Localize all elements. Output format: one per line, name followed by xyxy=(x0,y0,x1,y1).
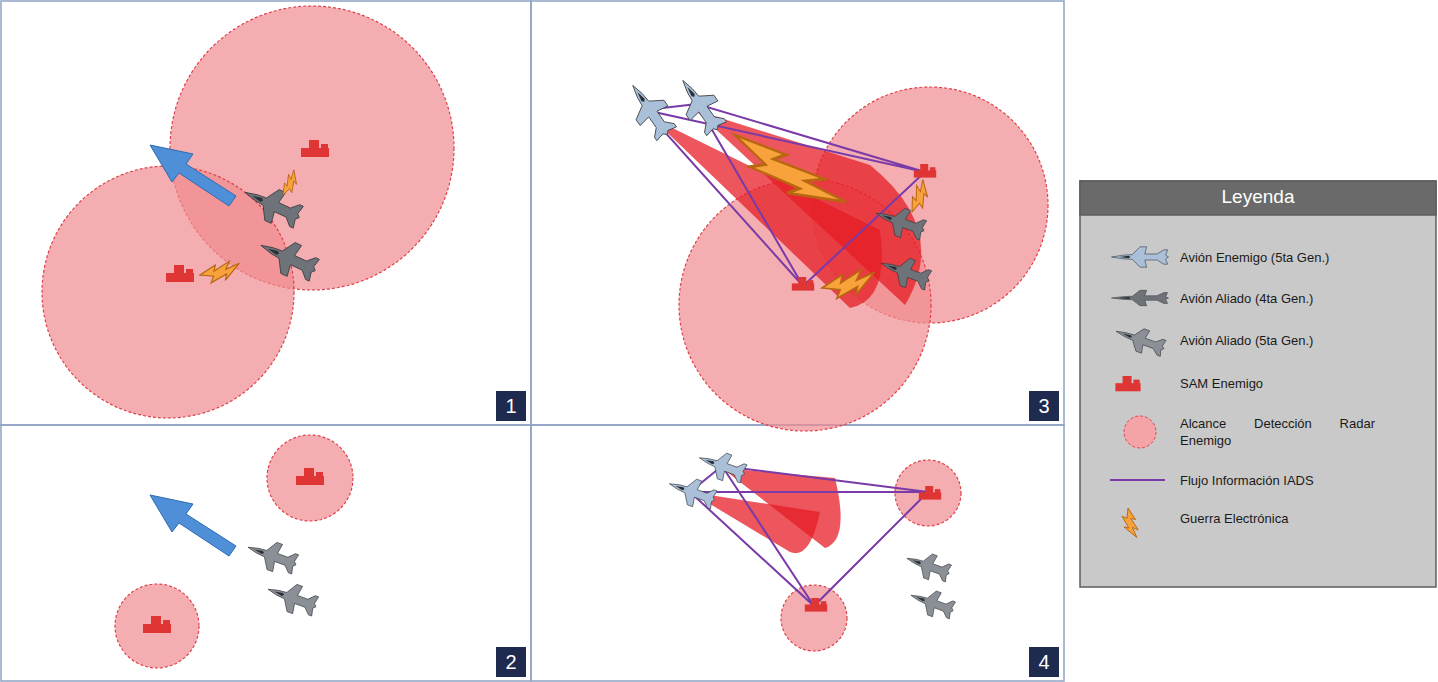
enemy-sam xyxy=(296,468,324,485)
legend-label: Avión Enemigo (5ta Gen.) xyxy=(1180,249,1375,266)
legend-title: Leyenda xyxy=(1080,186,1436,208)
electronic-warfare xyxy=(725,122,850,223)
direction-arrow xyxy=(150,495,236,556)
allied-5th-gen-jet xyxy=(243,534,321,621)
radar-beam xyxy=(652,110,921,308)
legend-box xyxy=(1080,181,1436,587)
direction-arrow xyxy=(150,145,236,206)
enemy-sam xyxy=(301,140,329,157)
panel-number: 3 xyxy=(1029,391,1059,421)
electronic-warfare xyxy=(906,178,934,215)
allied-5th-gen-jet xyxy=(902,546,957,622)
legend-label: SAM Enemigo xyxy=(1180,375,1375,392)
iads-link xyxy=(645,104,925,286)
panel-number: 1 xyxy=(496,391,526,421)
electronic-warfare xyxy=(820,268,878,301)
enemy-sam xyxy=(919,486,941,500)
allied-4th-gen-jet xyxy=(871,200,934,295)
legend-label: Avión Aliado (5ta Gen.) xyxy=(1180,332,1375,349)
legend-label: Avión Aliado (4ta Gen.) xyxy=(1180,290,1375,307)
legend-sample xyxy=(1110,247,1169,540)
enemy-sam xyxy=(792,277,814,291)
enemy-5th-gen-jet xyxy=(619,71,731,145)
panel-frame xyxy=(1,1,1064,681)
enemy-5th-gen-jet xyxy=(665,445,749,513)
electronic-warfare xyxy=(199,260,242,285)
radar-beam xyxy=(690,468,841,553)
legend-swatch xyxy=(1124,416,1156,448)
legend-label: Guerra Electrónica xyxy=(1180,510,1375,527)
enemy-sam xyxy=(143,616,171,633)
allied-4th-gen-jet xyxy=(238,177,323,286)
legend-label: Flujo Información IADS xyxy=(1180,472,1375,489)
panel-number-box xyxy=(496,391,1059,677)
radar-range xyxy=(42,6,1048,668)
panel-number: 2 xyxy=(496,647,526,677)
enemy-sam xyxy=(914,164,936,178)
iads-link xyxy=(690,466,928,606)
legend-label: Alcance Detección Radar Enemigo xyxy=(1180,415,1375,449)
electronic-warfare xyxy=(278,169,302,199)
panel-number: 4 xyxy=(1029,647,1059,677)
enemy-sam xyxy=(166,265,194,282)
enemy-sam xyxy=(805,598,827,612)
